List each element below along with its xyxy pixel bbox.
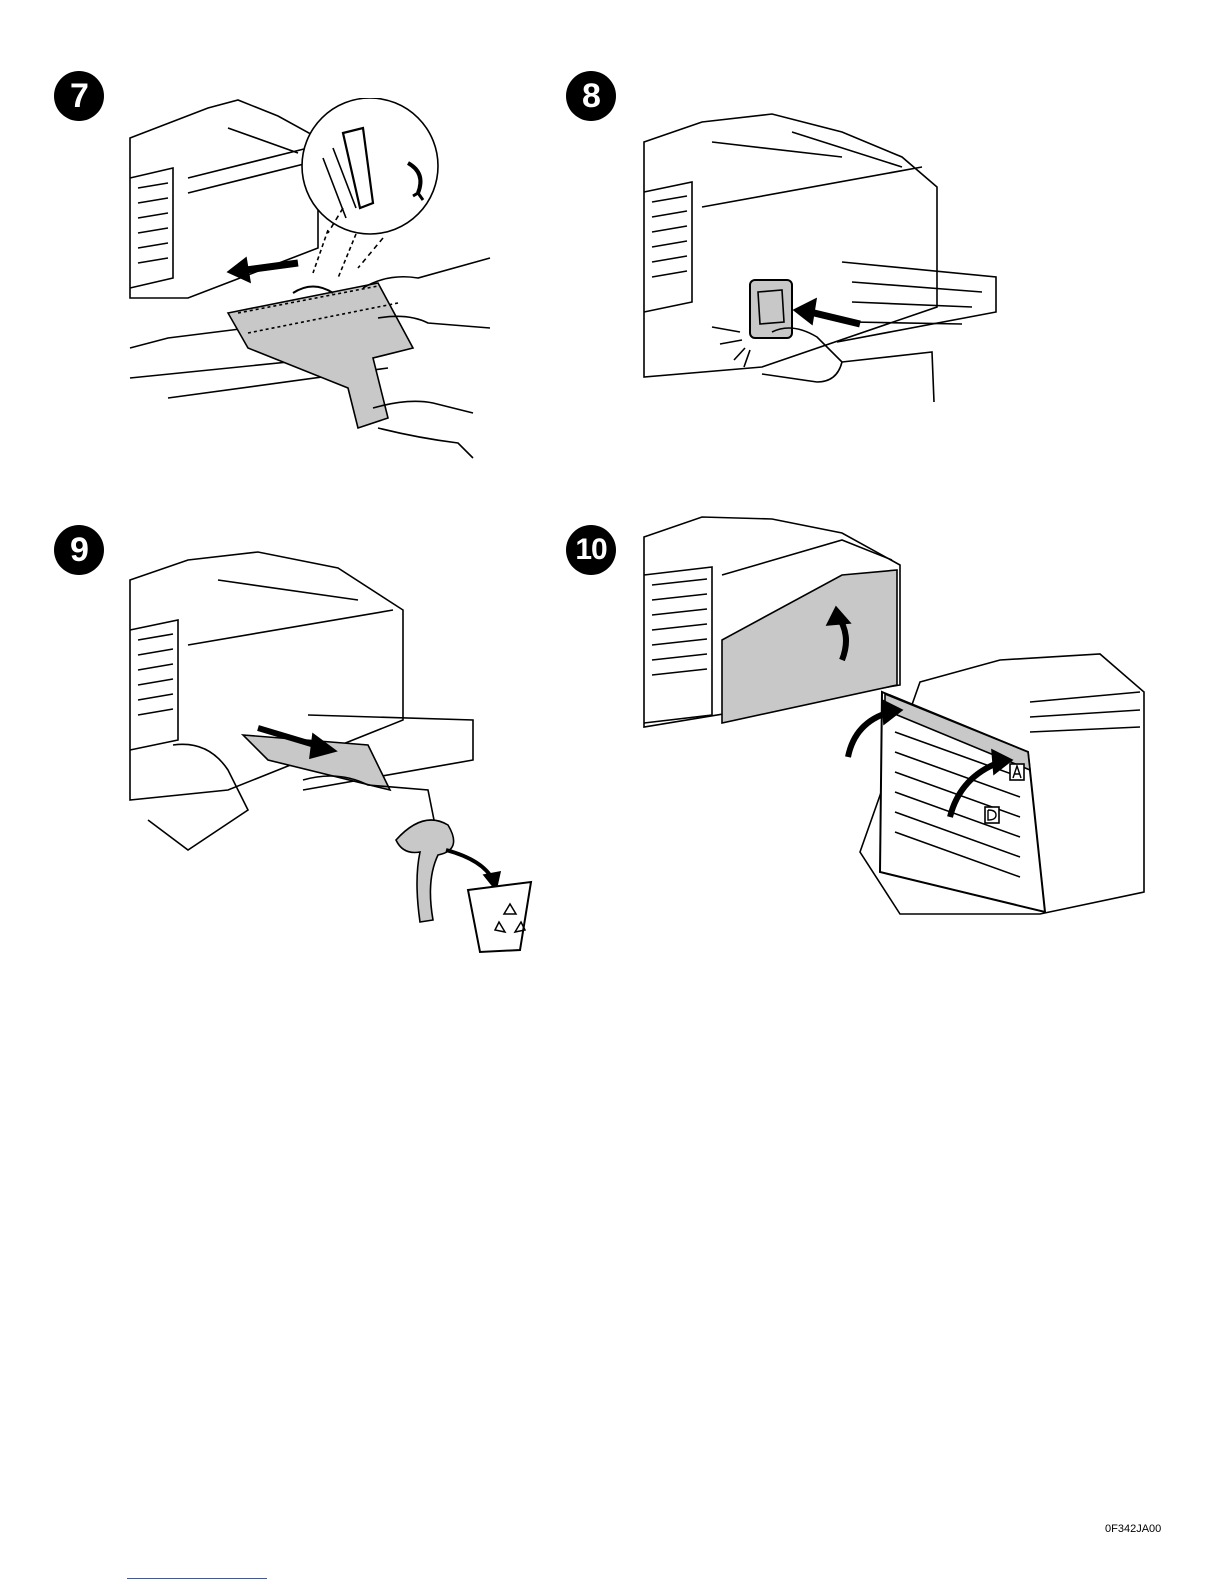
step-9-illustration xyxy=(128,550,534,954)
step-10-badge: 10 xyxy=(566,525,616,575)
link-underline xyxy=(127,1578,267,1579)
step-9-badge: 9 xyxy=(54,525,104,575)
step-7-illustration xyxy=(128,98,498,460)
step-8-illustration xyxy=(642,112,998,408)
recycle-bin-icon xyxy=(493,898,527,938)
step-8-badge: 8 xyxy=(566,71,616,121)
document-code: 0F342JA00 xyxy=(1105,1523,1161,1535)
step-10-illustration-side-door xyxy=(840,652,1146,918)
step-7-badge: 7 xyxy=(54,71,104,121)
